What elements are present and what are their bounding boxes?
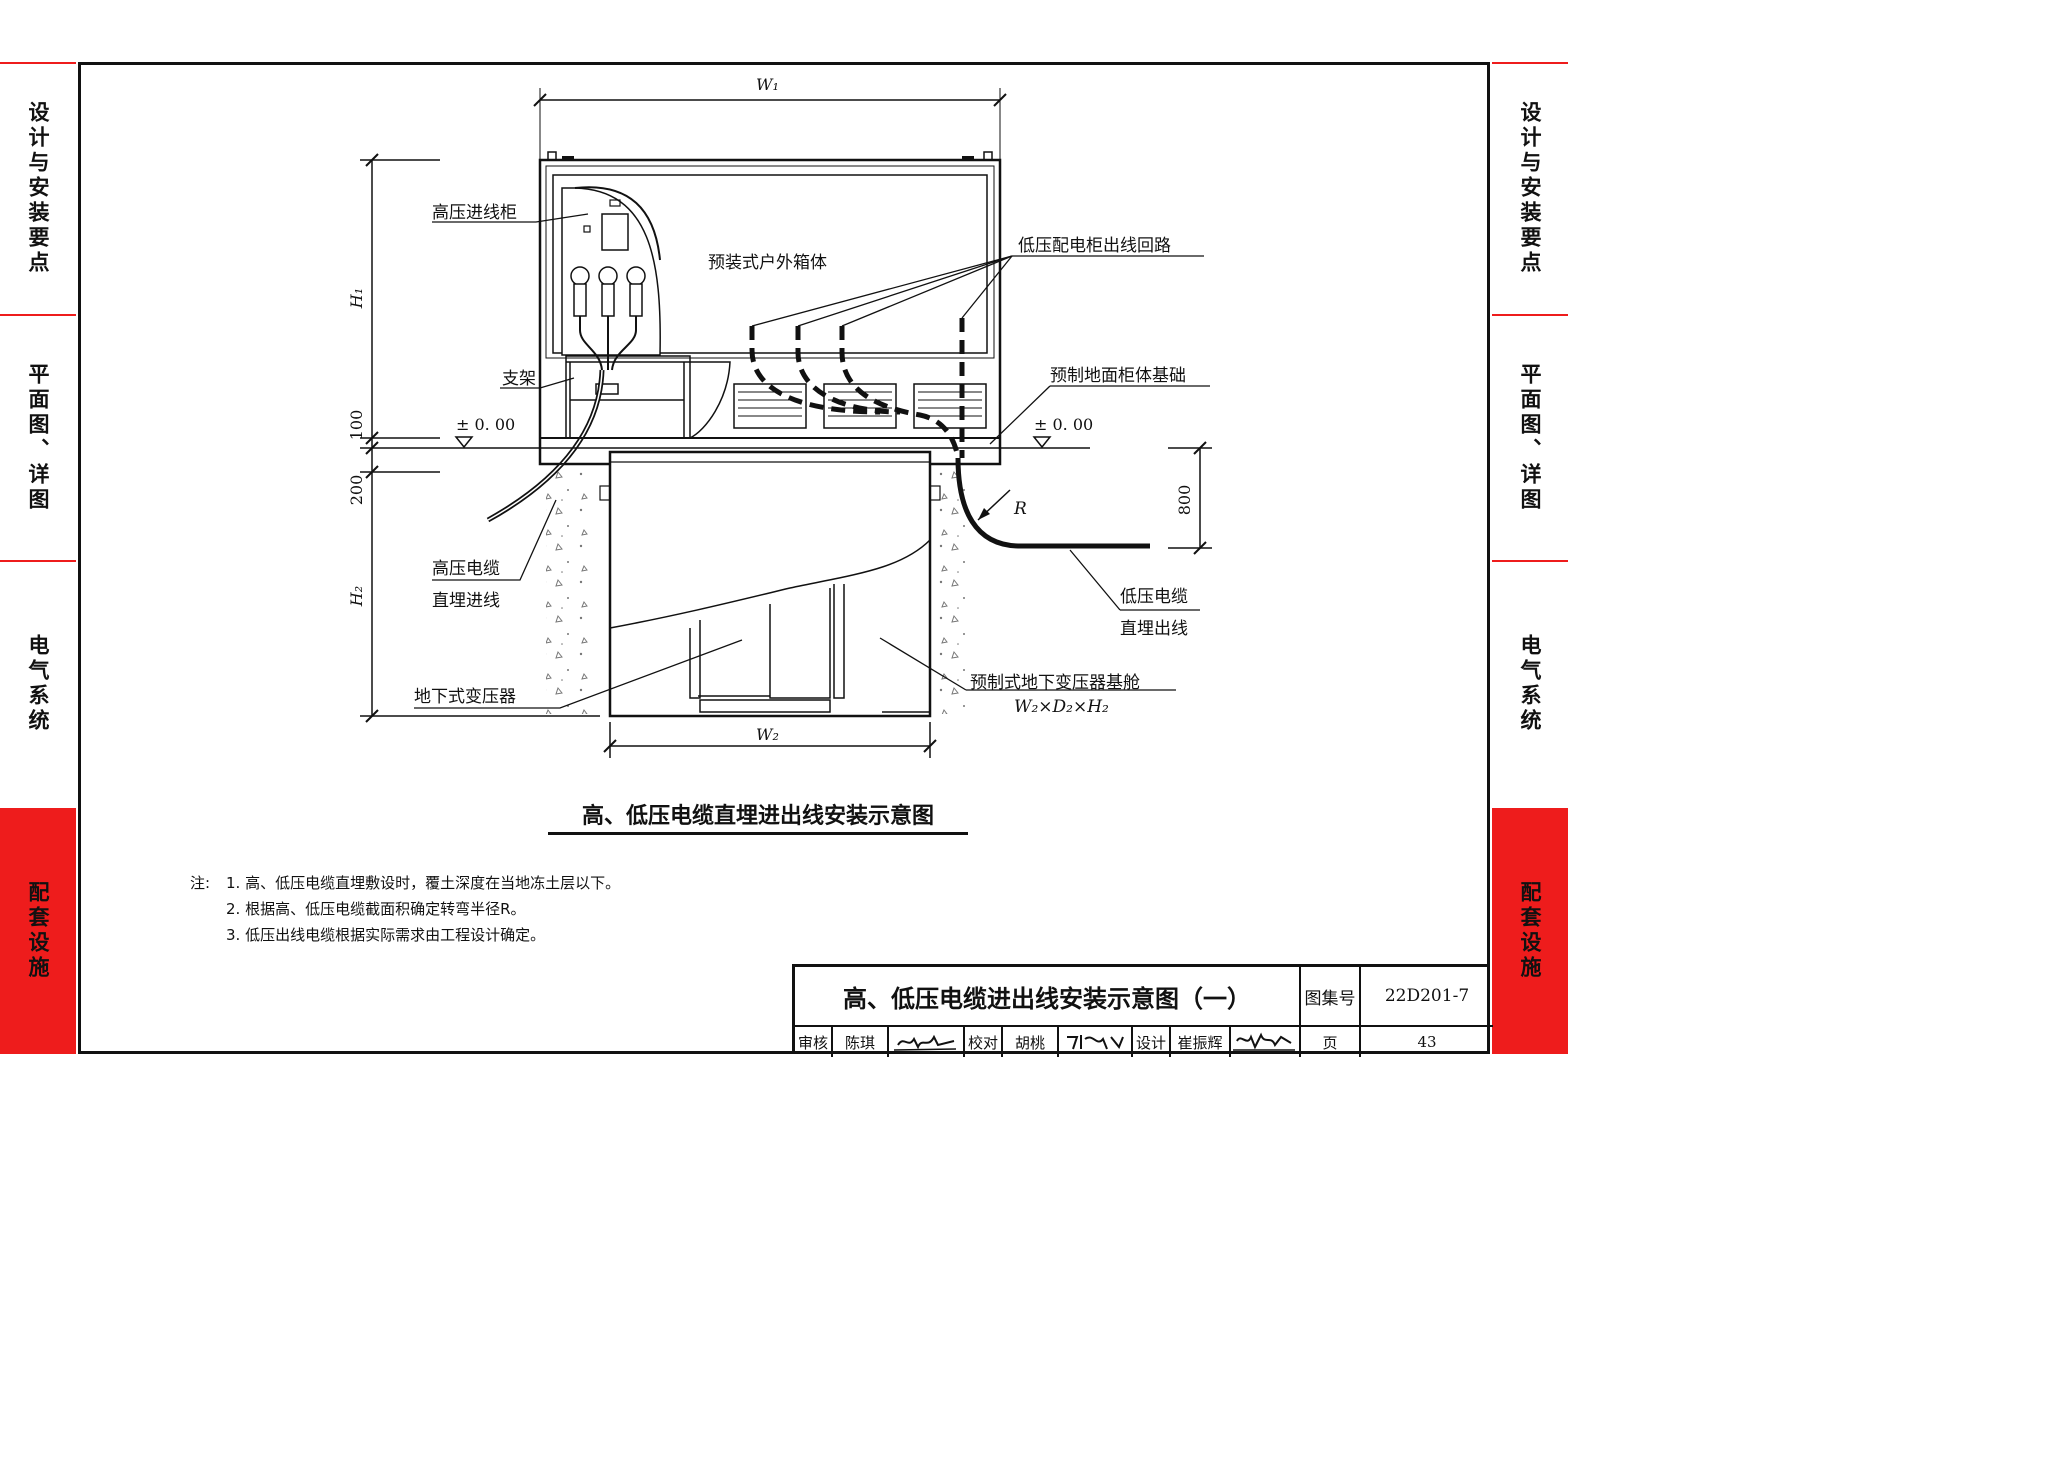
side-tab-facilities[interactable]: 配套设施 <box>0 808 76 1054</box>
tab-divider <box>0 62 76 64</box>
label-foundation: 预制地面柜体基础 <box>1050 366 1186 386</box>
tb-divider <box>795 1025 1493 1027</box>
tb-divider <box>887 1025 889 1057</box>
dim-w2-label: W₂ <box>756 725 779 744</box>
label-hv-cabinet: 高压进线柜 <box>432 203 517 223</box>
zero-level-right: ± 0. 00 <box>1034 415 1093 434</box>
tb-divider <box>1359 967 1361 1057</box>
note-item: 3. 低压出线电缆根据实际需求由工程设计确定。 <box>226 926 546 944</box>
zero-level-marks <box>454 436 1052 449</box>
title-block: 高、低压电缆进出线安装示意图（一） 图集号 22D201-7 审核 陈琪 校对 … <box>792 964 1493 1057</box>
title-block-title: 高、低压电缆进出线安装示意图（一） <box>843 984 1251 1013</box>
diagram-caption: 高、低压电缆直埋进出线安装示意图 <box>548 798 968 835</box>
side-tab-electrical[interactable]: 电气系统 <box>0 562 76 806</box>
label-lv-circuits: 低压配电柜出线回路 <box>1018 236 1171 256</box>
label-bracket: 支架 <box>502 369 536 389</box>
tb-divider <box>1001 1025 1003 1057</box>
dimension-800 <box>1168 441 1212 555</box>
design-label: 设计 <box>1135 1033 1166 1052</box>
label-lv-cable-1: 低压电缆 <box>1120 587 1188 607</box>
drawing-frame <box>78 62 1490 1054</box>
vertical-dimensions <box>360 153 600 723</box>
dim-800-label: 800 <box>1175 485 1194 516</box>
side-tab-label: 平面图、详图 <box>26 363 50 513</box>
review-label: 审核 <box>797 1033 828 1052</box>
label-lv-cable-2: 直埋出线 <box>1120 619 1188 639</box>
dimension-w1 <box>533 88 1007 160</box>
zero-level-left: ± 0. 00 <box>456 415 515 434</box>
reviewer-signature <box>889 1027 963 1057</box>
dimension-w2 <box>603 722 937 758</box>
side-tab-label: 平面图、详图 <box>1518 363 1542 513</box>
dim-w1-label: W₁ <box>756 75 779 94</box>
tab-divider <box>0 314 76 316</box>
note-item: 2. 根据高、低压电缆截面积确定转弯半径R。 <box>226 900 526 918</box>
side-tab-label: 电气系统 <box>26 634 50 734</box>
tab-divider <box>1492 314 1568 316</box>
lv-cable <box>955 457 1150 549</box>
dim-h2-label: H₂ <box>347 586 366 607</box>
tab-divider <box>1492 62 1568 64</box>
side-tab-label: 电气系统 <box>1518 634 1542 734</box>
side-tab-design-right[interactable]: 设计与安装要点 <box>1492 62 1568 314</box>
label-hv-cable-2: 直埋进线 <box>432 591 500 611</box>
reviewer-name: 陈琪 <box>844 1033 875 1052</box>
leader-lines <box>414 213 1210 709</box>
bracket-frame <box>565 355 731 439</box>
side-tab-plans-right[interactable]: 平面图、详图 <box>1492 316 1568 560</box>
tab-divider <box>1492 560 1568 562</box>
dim-200-label: 200 <box>347 475 366 506</box>
transformer <box>689 584 930 713</box>
tb-divider <box>1131 1025 1133 1057</box>
side-tab-facilities-right[interactable]: 配套设施 <box>1492 808 1568 1054</box>
page-number: 43 <box>1417 1033 1437 1051</box>
side-tab-electrical-right[interactable]: 电气系统 <box>1492 562 1568 806</box>
designer-signature <box>1231 1027 1299 1057</box>
designer-name: 崔振辉 <box>1177 1033 1223 1052</box>
tb-divider <box>831 1025 833 1057</box>
atlas-number: 22D201-7 <box>1384 986 1470 1006</box>
notes: 注: 1. 高、低压电缆直埋敷设时，覆土深度在当地冻土层以下。 2. 根据高、低压… <box>190 870 620 948</box>
check-label: 校对 <box>967 1033 998 1052</box>
tb-divider <box>1299 967 1301 1057</box>
page-label: 页 <box>1322 1033 1338 1052</box>
label-base-pit: 预制式地下变压器基舱 <box>970 673 1140 693</box>
label-transformer: 地下式变压器 <box>414 687 516 707</box>
label-base-pit-dims: W₂×D₂×H₂ <box>1014 697 1109 717</box>
tb-divider <box>1057 1025 1059 1057</box>
side-tab-label: 配套设施 <box>1518 881 1542 981</box>
atlas-label: 图集号 <box>1304 988 1356 1009</box>
checker-name: 胡桃 <box>1014 1033 1045 1052</box>
side-tab-label: 设计与安装要点 <box>26 100 50 276</box>
checker-signature <box>1059 1027 1131 1057</box>
tb-divider <box>1169 1025 1171 1057</box>
note-item: 1. 高、低压电缆直埋敷设时，覆土深度在当地冻土层以下。 <box>226 874 621 892</box>
side-tab-design[interactable]: 设计与安装要点 <box>0 62 76 314</box>
label-hv-cable-1: 高压电缆 <box>432 559 500 579</box>
notes-prefix: 注: <box>190 874 211 892</box>
dim-100-label: 100 <box>347 410 366 441</box>
side-tab-label: 配套设施 <box>26 881 50 981</box>
tb-divider <box>1229 1025 1231 1057</box>
underground-pit <box>546 450 974 718</box>
label-enclosure: 预装式户外箱体 <box>708 253 827 273</box>
hv-cabinet <box>561 186 661 371</box>
radius-label: R <box>1013 499 1027 519</box>
tb-divider <box>963 1025 965 1057</box>
tab-divider <box>0 560 76 562</box>
side-tab-plans[interactable]: 平面图、详图 <box>0 316 76 560</box>
side-tab-label: 设计与安装要点 <box>1518 100 1542 276</box>
dim-h1-label: H₁ <box>347 288 366 309</box>
installation-diagram: W₁ <box>347 75 1212 758</box>
